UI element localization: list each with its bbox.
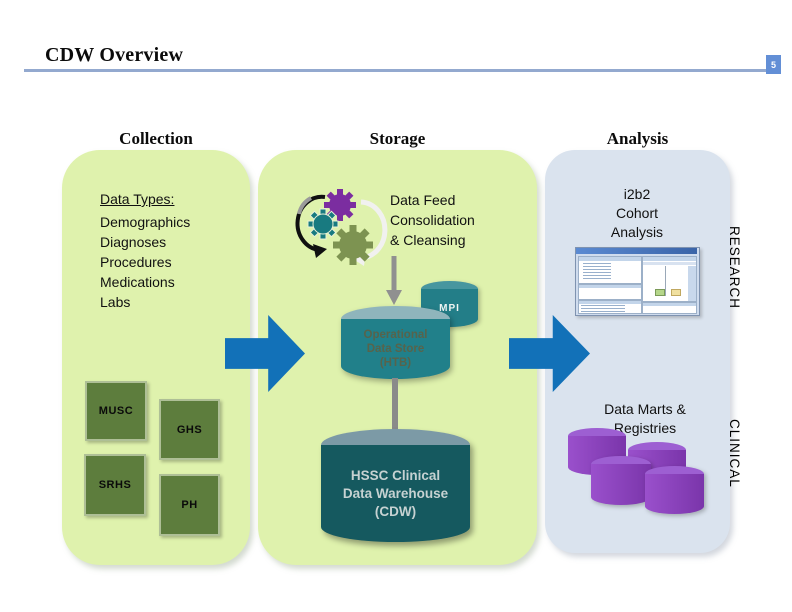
source-box-ph: PH (159, 474, 220, 536)
i2b2-tree-header (579, 257, 641, 261)
research-side-label: RESEARCH (727, 226, 742, 310)
cdw-cylinder: HSSC Clinical Data Warehouse (CDW) (321, 429, 470, 542)
i2b2-tree-items (583, 263, 611, 279)
column-header-storage: Storage (369, 129, 426, 148)
down-arrow-feed-to-ods-icon (386, 256, 402, 305)
page-number-badge: 5 (766, 55, 781, 74)
i2b2-node-yellow (671, 289, 681, 296)
source-box-musc: MUSC (85, 381, 147, 441)
data-type-item: Demographics (100, 214, 191, 230)
data-type-item: Labs (100, 294, 131, 310)
data-mart-cylinder (645, 466, 704, 514)
i2b2-status-pane (578, 300, 642, 314)
data-type-item: Medications (100, 274, 175, 290)
i2b2-node-green (655, 289, 665, 296)
i2b2-screenshot-thumbnail (575, 247, 700, 316)
clinical-side-label: CLINICAL (727, 419, 742, 488)
i2b2-scroll-strip (688, 266, 696, 301)
i2b2-query-pane (578, 284, 642, 300)
gear-olive-icon (333, 225, 373, 265)
cycle-arrow-gray-icon (297, 196, 313, 215)
i2b2-tree-pane (578, 256, 642, 284)
data-types-list: Demographics Diagnoses Procedures Medica… (100, 212, 190, 312)
i2b2-connector-line (665, 266, 666, 296)
data-mart-cylinder (591, 456, 651, 505)
gears-icon (295, 189, 388, 266)
ods-cylinder: Operational Data Store (HTB) (341, 306, 450, 379)
data-type-item: Procedures (100, 254, 172, 270)
gear-teal-icon (307, 208, 339, 240)
i2b2-titlebar (576, 248, 697, 254)
i2b2-workspace-pane (642, 256, 697, 302)
data-type-item: Diagnoses (100, 234, 167, 250)
i2b2-status-header (579, 301, 641, 304)
feed-consolidation-label: Data Feed Consolidation & Cleansing (390, 192, 475, 248)
i2b2-result-header (643, 303, 696, 306)
i2b2-query-header (579, 285, 641, 288)
source-box-ghs: GHS (159, 399, 220, 460)
i2b2-status-text (581, 305, 625, 312)
title-divider (24, 69, 767, 72)
i2b2-cohort-analysis-label: i2b2 Cohort Analysis (610, 186, 664, 240)
cycle-arrow-black-icon (295, 194, 326, 252)
ods-cylinder-label: Operational Data Store (HTB) (341, 319, 450, 379)
data-mart-cylinder-body (591, 464, 651, 505)
source-box-srhs: SRHS (84, 454, 146, 516)
column-header-collection: Collection (119, 129, 193, 148)
cycle-arrow-white-icon (358, 199, 388, 261)
i2b2-workspace-header (643, 257, 696, 261)
data-marts-label: Data Marts & Registries (604, 401, 686, 436)
i2b2-workspace-tabs (643, 262, 696, 265)
data-mart-cylinder-body (645, 474, 704, 514)
data-types-heading: Data Types: (100, 191, 175, 207)
column-header-analysis: Analysis (606, 129, 669, 148)
page-title: CDW Overview (45, 44, 184, 66)
mpi-cylinder: MPI (421, 281, 478, 327)
cdw-cylinder-label: HSSC Clinical Data Warehouse (CDW) (321, 445, 470, 542)
i2b2-result-pane (642, 302, 697, 314)
gear-purple-icon (324, 189, 356, 221)
